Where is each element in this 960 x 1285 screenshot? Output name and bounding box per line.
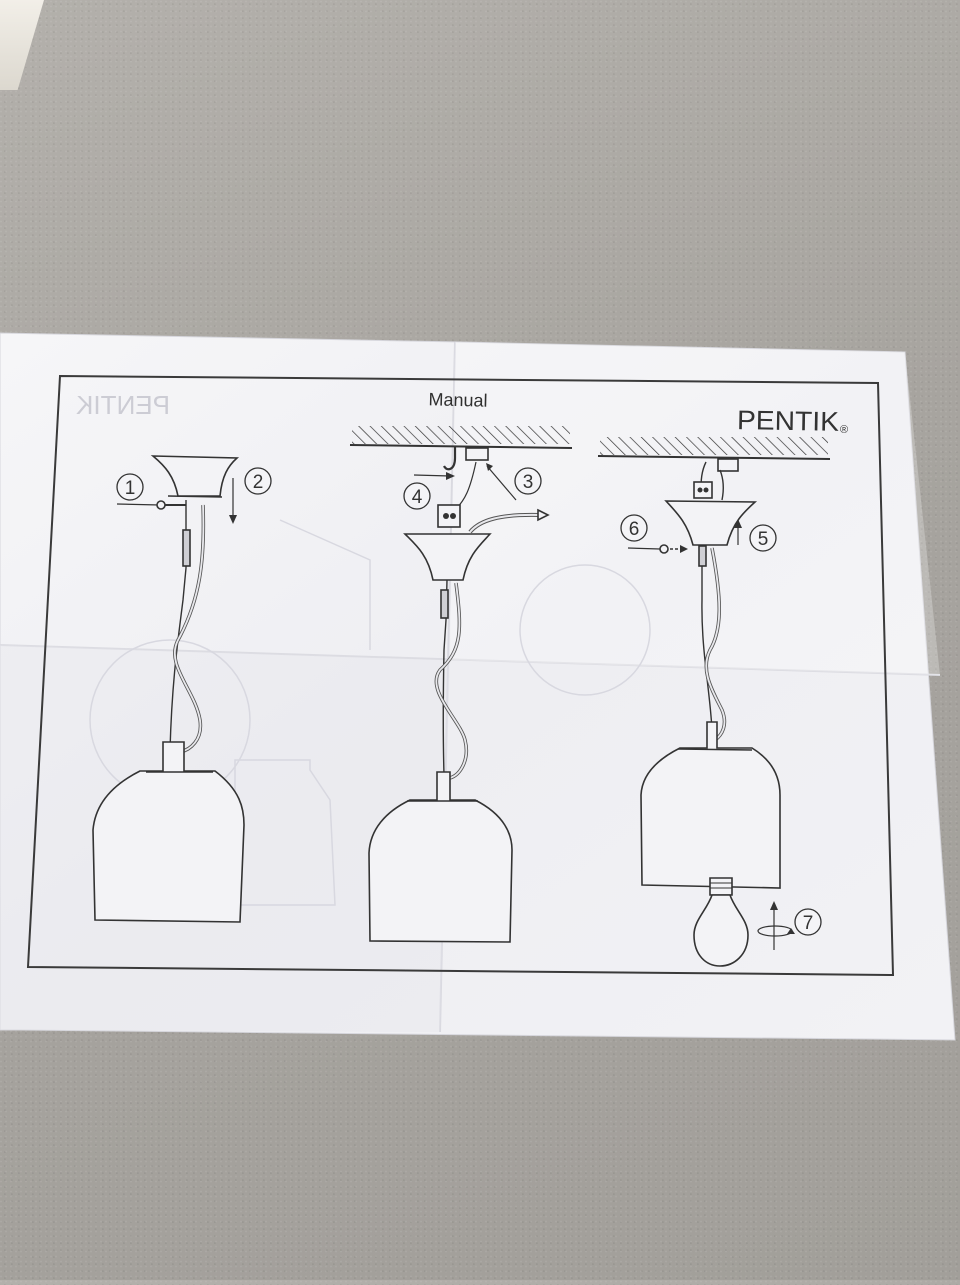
brand-registered-mark: ® [840, 424, 848, 436]
ceiling-canopy-1 [150, 455, 240, 497]
step-number-4-label: 4 [412, 487, 423, 508]
ceiling-hatch-3 [600, 437, 828, 455]
screw-icon-6 [627, 544, 688, 554]
ghost-brand: PENTIK [75, 390, 170, 420]
ceiling-hatch-2 [352, 426, 570, 444]
figure-step-3-4 [349, 426, 573, 943]
step-number-4: 4 [403, 482, 431, 510]
figure-step-1-2 [92, 455, 245, 923]
ceiling-canopy-2 [403, 533, 492, 581]
figure-step-5-7 [597, 437, 831, 967]
horizontal-fold [0, 644, 941, 676]
manual-frame [26, 374, 895, 977]
lamp-shade-1 [92, 741, 245, 923]
step-number-7-label: 7 [803, 913, 814, 934]
step-number-5-label: 5 [758, 529, 769, 550]
brand-name: PENTIK [737, 405, 840, 437]
step-number-2-label: 2 [253, 472, 264, 493]
manual-title: Manual [428, 389, 488, 410]
step-number-1: 1 [116, 473, 144, 501]
ceiling-canopy-3 [664, 500, 758, 546]
ceiling-hook-icon [443, 447, 457, 471]
step-number-3: 3 [514, 467, 542, 495]
step-number-3-label: 3 [523, 472, 534, 493]
step-number-5: 5 [749, 524, 777, 552]
arrow-down-icon [229, 478, 237, 524]
rotate-arrow-icon [757, 901, 795, 950]
lamp-shade-2 [368, 771, 513, 943]
step-number-7: 7 [794, 908, 822, 936]
step-number-6-label: 6 [629, 519, 640, 540]
step-number-6: 6 [620, 514, 648, 542]
screw-icon-1 [116, 500, 186, 510]
light-bulb-icon [693, 877, 749, 967]
step-number-2: 2 [244, 467, 272, 495]
junction-box [465, 447, 489, 461]
step-number-1-label: 1 [125, 478, 136, 499]
pentik-logo: PENTIK ® [737, 405, 848, 437]
